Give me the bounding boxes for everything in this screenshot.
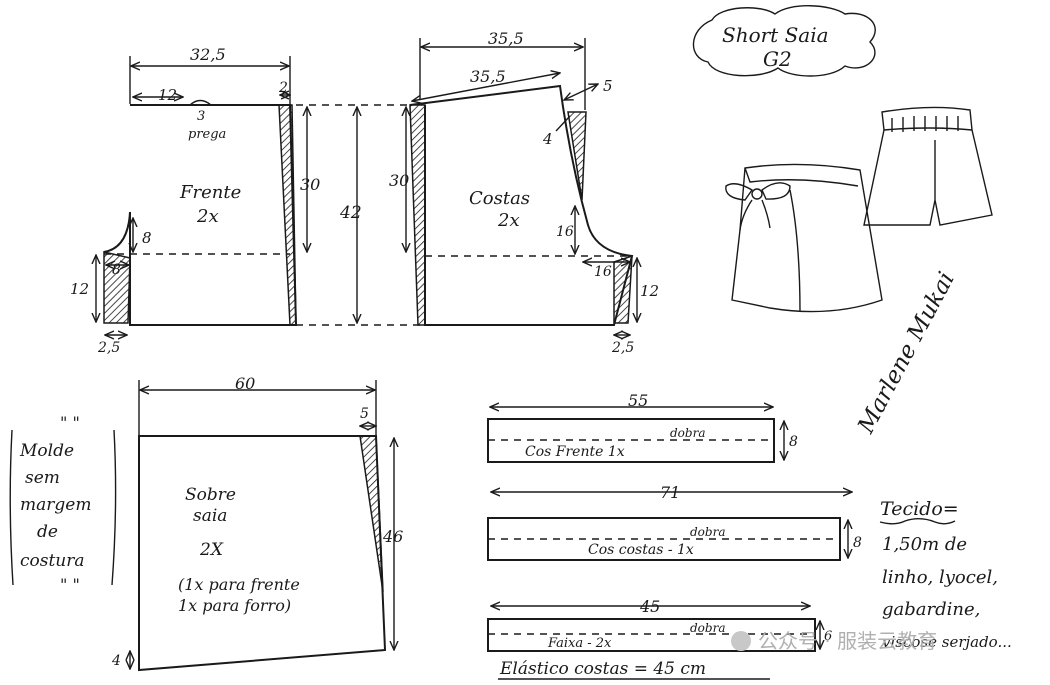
fabric-note: Tecido= 1,50m de linho, lyocel, gabardin… xyxy=(879,498,1012,651)
costas-hem-width: 2,5 xyxy=(611,340,634,356)
costas-height: 30 xyxy=(389,171,409,190)
sobre-saia-bottom-left: 4 xyxy=(111,653,121,669)
costas-center-wedge xyxy=(409,104,426,326)
waistband-front-height: 8 xyxy=(789,434,798,450)
waistband-tie-label: Faixa - 2x xyxy=(547,636,612,651)
frente-count: 2x xyxy=(196,206,219,227)
frente-inseam-wedge xyxy=(103,251,131,324)
costas-inseam-height: 12 xyxy=(640,282,659,300)
watermark: 公众号 · 服装云教育 xyxy=(731,629,937,653)
sobre-saia-name-2: saia xyxy=(193,506,227,526)
costas-side-measure: 4 xyxy=(542,130,553,148)
note-line-4: de xyxy=(37,522,58,542)
fabric-line-2: linho, lyocel, xyxy=(882,567,998,588)
waistband-back-length: 71 xyxy=(660,483,680,502)
frente-right-segment: 2 xyxy=(278,80,288,96)
costas-width: 35,5 xyxy=(488,29,524,48)
garment-sketches xyxy=(725,106,993,313)
note-line-1: Molde xyxy=(19,441,74,461)
fabric-line-1: 1,50m de xyxy=(882,534,967,555)
waistband-front-length: 55 xyxy=(628,391,648,410)
costas-pattern-piece: 35,5 35,5 5 4 30 Costas 2x 16 16 12 2,5 xyxy=(389,29,659,356)
note-marks-top: " " xyxy=(60,413,80,432)
sobre-saia-note-1: (1x para frente xyxy=(178,575,300,594)
sobre-saia-pattern-piece: 60 5 46 4 Sobre saia 2X (1x para frente … xyxy=(111,374,403,672)
waistband-back-fold: dobra xyxy=(690,525,725,539)
waistband-back-label: Cos costas - 1x xyxy=(588,542,694,558)
frente-name: Frente xyxy=(179,182,241,203)
sobre-saia-top-right: 5 xyxy=(360,406,369,422)
note-line-5: costura xyxy=(20,551,85,571)
costas-name: Costas xyxy=(469,188,530,209)
sobre-saia-note-2: 1x para forro) xyxy=(178,596,291,615)
total-height: 42 xyxy=(339,203,362,223)
skirt-sketch xyxy=(725,163,883,313)
frente-inseam-height: 12 xyxy=(70,280,89,298)
waistband-front: 55 Cos Frente 1x dobra 8 xyxy=(487,391,798,463)
fabric-heading: Tecido= xyxy=(880,498,959,520)
signature-text: Marlene Mukai xyxy=(853,268,960,439)
waistband-tie-length: 45 xyxy=(639,597,660,616)
watermark-logo-icon xyxy=(731,631,751,651)
frente-crotch-width: 8 xyxy=(112,262,121,278)
waistband-front-label: Cos Frente 1x xyxy=(525,444,625,460)
waistband-back: 71 Cos costas - 1x dobra 8 xyxy=(487,483,862,561)
designer-signature: Marlene Mukai xyxy=(853,268,960,439)
sobre-saia-side-wedge xyxy=(359,435,384,593)
frente-hem-width: 2,5 xyxy=(97,340,120,356)
waistband-tie-fold: dobra xyxy=(690,621,725,635)
costas-inseam-wedge xyxy=(613,254,633,324)
elastic-text: Elástico costas = 45 cm xyxy=(499,659,706,679)
title-cloud: Short Saia G2 xyxy=(692,5,876,77)
frente-side-dart xyxy=(278,104,297,326)
sobre-saia-name-1: Sobre xyxy=(185,485,236,505)
sobre-saia-height: 46 xyxy=(382,527,403,546)
elastic-note: Elástico costas = 45 cm xyxy=(498,659,770,680)
frente-width: 32,5 xyxy=(190,45,226,64)
title-line-1: Short Saia xyxy=(722,23,829,47)
sobre-saia-count: 2X xyxy=(199,540,224,560)
fabric-line-3: gabardine, xyxy=(882,599,980,620)
costas-side-dart xyxy=(567,111,587,201)
title-line-2: G2 xyxy=(763,47,792,71)
frente-pleat-label: prega xyxy=(188,127,226,142)
costas-top-rise: 5 xyxy=(603,77,613,95)
frente-height: 30 xyxy=(300,175,320,194)
frente-top-segment: 12 xyxy=(158,86,177,104)
fabric-line-4: viscose serjado... xyxy=(882,633,1012,651)
waistband-front-fold: dobra xyxy=(670,426,705,440)
shorts-sketch xyxy=(863,106,993,226)
costas-crotch-height: 16 xyxy=(556,224,574,240)
seam-allowance-note: " " Molde sem margem de costura " " xyxy=(9,413,117,594)
costas-crotch-width: 16 xyxy=(594,264,612,280)
costas-slant-top: 35,5 xyxy=(470,67,506,86)
note-line-2: sem xyxy=(25,468,60,488)
waistband-back-height: 8 xyxy=(853,535,862,551)
total-height-dimension: 42 xyxy=(296,104,425,326)
note-line-3: margem xyxy=(20,495,91,515)
frente-pattern-piece: 32,5 12 2 3 prega Frente 2x 30 8 8 12 2,… xyxy=(70,45,320,356)
frente-pleat-number: 3 xyxy=(197,109,205,124)
note-marks-bottom: " " xyxy=(60,575,80,594)
waistband-tie: 45 Faixa - 2x dobra 6 xyxy=(487,597,832,652)
costas-count: 2x xyxy=(497,210,520,231)
waistband-tie-height: 6 xyxy=(824,629,832,644)
watermark-text: 公众号 · 服装云教育 xyxy=(758,629,937,653)
sobre-saia-width: 60 xyxy=(235,374,255,393)
frente-crotch-height: 8 xyxy=(142,229,152,247)
